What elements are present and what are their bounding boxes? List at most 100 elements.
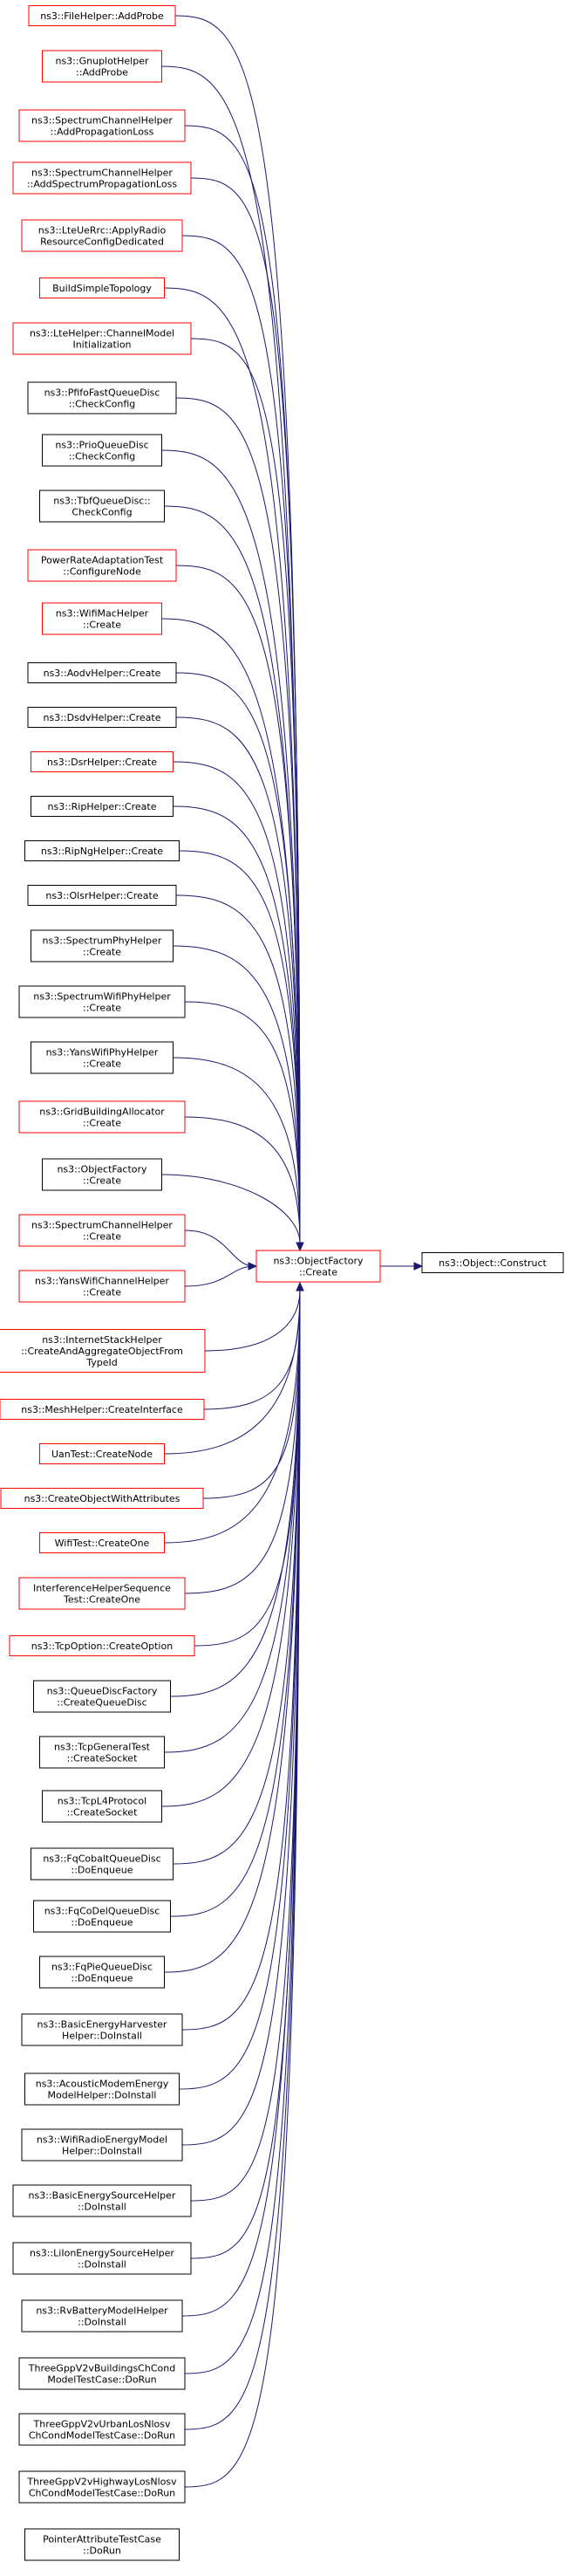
- caller-node-14-box: [31, 751, 174, 772]
- caller-node-44[interactable]: ThreeGppV2vBuildingsChCondModelTestCase:…: [18, 2357, 186, 2390]
- edge-caller-19: [184, 1001, 301, 1244]
- caller-node-36[interactable]: ns3::FqCoDelQueueDisc::DoEnqueue: [33, 1900, 171, 1933]
- caller-node-7-label-line: ns3::PfifoFastQueueDisc: [44, 387, 160, 399]
- caller-node-9[interactable]: ns3::TbfQueueDisc::CheckConfig: [39, 490, 165, 523]
- caller-node-11-box: [42, 602, 162, 635]
- caller-node-8-label-line: ns3::PrioQueueDisc: [55, 440, 148, 451]
- caller-node-14-label-line: ns3::DsrHelper::Create: [47, 757, 157, 768]
- edge-caller-28: [202, 1289, 301, 1499]
- center-node-objectfactory-create-label-line: ns3::ObjectFactory: [273, 1256, 364, 1267]
- caller-node-44-box: [18, 2357, 186, 2390]
- caller-node-29[interactable]: WifiTest::CreateOne: [39, 1532, 165, 1553]
- caller-node-15[interactable]: ns3::RipHelper::Create: [31, 796, 174, 817]
- caller-node-18-label-line: ns3::SpectrumPhyHelper: [43, 935, 162, 947]
- caller-node-23-label-line: ns3::SpectrumChannelHelper: [31, 1220, 173, 1231]
- edge-arrow-center-bottom: [296, 1281, 304, 1291]
- caller-node-8[interactable]: ns3::PrioQueueDisc::CheckConfig: [42, 434, 162, 467]
- edge-caller-8: [161, 449, 301, 1244]
- caller-node-14[interactable]: ns3::DsrHelper::Create: [31, 751, 174, 772]
- edge-caller-18: [173, 945, 301, 1244]
- caller-node-26-box: [0, 1399, 205, 1420]
- edge-caller-2: [184, 125, 301, 1244]
- caller-node-42[interactable]: ns3::LiIonEnergySourceHelper::DoInstall: [12, 2242, 192, 2275]
- caller-node-5[interactable]: BuildSimpleTopology: [39, 277, 165, 298]
- caller-node-24-label-line: ns3::YansWifiChannelHelper: [35, 1276, 169, 1287]
- caller-node-39[interactable]: ns3::AcousticModemEnergyModelHelper::DoI…: [24, 2072, 180, 2106]
- caller-node-1-label-line: ns3::GnuplotHelper: [55, 56, 149, 67]
- caller-node-4[interactable]: ns3::LteUeRrc::ApplyRadioResourceConfigD…: [21, 219, 183, 252]
- caller-node-1[interactable]: ns3::GnuplotHelper::AddProbe: [42, 50, 162, 83]
- edge-caller-14: [173, 761, 301, 1244]
- caller-node-23[interactable]: ns3::SpectrumChannelHelper::Create: [18, 1214, 186, 1247]
- caller-node-10[interactable]: PowerRateAdaptationTest::ConfigureNode: [27, 549, 177, 582]
- caller-node-13[interactable]: ns3::DsdvHelper::Create: [27, 707, 177, 728]
- caller-node-17[interactable]: ns3::OlsrHelper::Create: [27, 885, 177, 906]
- caller-node-37-label-line: ns3::FqPieQueueDisc: [51, 1962, 153, 1973]
- caller-node-36-label-line: ::DoEnqueue: [72, 1917, 133, 1929]
- caller-node-27[interactable]: UanTest::CreateNode: [39, 1443, 165, 1464]
- caller-node-0[interactable]: ns3::FileHelper::AddProbe: [28, 5, 176, 26]
- caller-node-35[interactable]: ns3::FqCobaltQueueDisc::DoEnqueue: [31, 1847, 174, 1881]
- caller-node-8-box: [42, 434, 162, 467]
- caller-node-45-label-line: ThreeGppV2vUrbanLosNlosv: [33, 2419, 171, 2430]
- caller-node-43[interactable]: ns3::RvBatteryModelHelper::DoInstall: [21, 2299, 183, 2333]
- caller-node-22-box: [42, 1158, 162, 1191]
- center-node-objectfactory-create[interactable]: ns3::ObjectFactory::Create: [255, 1250, 381, 1283]
- caller-node-9-box: [39, 490, 165, 523]
- caller-node-18[interactable]: ns3::SpectrumPhyHelper::Create: [31, 929, 174, 963]
- caller-node-26[interactable]: ns3::MeshHelper::CreateInterface: [0, 1399, 205, 1420]
- caller-node-34[interactable]: ns3::TcpL4Protocol::CreateSocket: [42, 1790, 162, 1823]
- caller-node-30[interactable]: InterferenceHelperSequenceTest::CreateOn…: [18, 1577, 186, 1610]
- caller-node-30-label-line: Test::CreateOne: [63, 1594, 140, 1606]
- caller-node-25-label-line: TypeId: [85, 1357, 118, 1368]
- caller-node-10-label-line: ::ConfigureNode: [63, 566, 141, 578]
- caller-node-40[interactable]: ns3::WifiRadioEnergyModelHelper::DoInsta…: [21, 2128, 183, 2162]
- caller-node-3-label-line: ::AddSpectrumPropagationLoss: [27, 179, 177, 190]
- caller-node-28[interactable]: ns3::CreateObjectWithAttributes: [0, 1488, 204, 1509]
- caller-node-12[interactable]: ns3::AodvHelper::Create: [27, 662, 177, 683]
- caller-node-3[interactable]: ns3::SpectrumChannelHelper::AddSpectrumP…: [12, 161, 192, 195]
- caller-node-22[interactable]: ns3::ObjectFactory::Create: [42, 1158, 162, 1191]
- edge-caller-46: [184, 1289, 301, 2488]
- caller-node-45[interactable]: ThreeGppV2vUrbanLosNlosvChCondModelTestC…: [18, 2413, 186, 2446]
- caller-node-33[interactable]: ns3::TcpGeneralTest::CreateSocket: [39, 1736, 165, 1769]
- caller-node-7[interactable]: ns3::PfifoFastQueueDisc::CheckConfig: [27, 381, 177, 414]
- caller-node-11-label-line: ns3::WifiMacHelper: [56, 608, 149, 620]
- caller-node-31[interactable]: ns3::TcpOption::CreateOption: [9, 1635, 195, 1656]
- caller-node-16[interactable]: ns3::RipNgHelper::Create: [24, 840, 180, 861]
- caller-node-8-label-line: ::CheckConfig: [69, 451, 136, 462]
- caller-node-22-label-line: ::Create: [83, 1175, 121, 1187]
- caller-node-20-box: [31, 1041, 174, 1074]
- caller-node-tail-label-line: ::DoRun: [83, 2545, 121, 2557]
- caller-node-40-label-line: Helper::DoInstall: [62, 2146, 142, 2157]
- caller-node-21[interactable]: ns3::GridBuildingAllocator::Create: [18, 1100, 186, 1134]
- caller-node-9-label-line: CheckConfig: [72, 507, 132, 518]
- caller-node-tail[interactable]: PointerAttributeTestCase::DoRun: [24, 2528, 180, 2561]
- caller-node-6[interactable]: ns3::LteHelper::ChannelModelInitializati…: [12, 322, 192, 355]
- caller-node-4-label-line: ns3::LteUeRrc::ApplyRadio: [38, 225, 167, 236]
- caller-node-32[interactable]: ns3::QueueDiscFactory::CreateQueueDisc: [33, 1680, 171, 1713]
- target-node-object-construct[interactable]: ns3::Object::Construct: [421, 1252, 564, 1273]
- caller-node-41[interactable]: ns3::BasicEnergySourceHelper::DoInstall: [12, 2184, 192, 2217]
- edge-caller-39: [179, 1289, 301, 2090]
- caller-node-20[interactable]: ns3::YansWifiPhyHelper::Create: [31, 1041, 174, 1074]
- caller-node-37[interactable]: ns3::FqPieQueueDisc::DoEnqueue: [39, 1956, 165, 1989]
- caller-node-33-box: [39, 1736, 165, 1769]
- caller-node-46[interactable]: ThreeGppV2vHighwayLosNlosvChCondModelTes…: [18, 2470, 186, 2504]
- edge-arrow-target: [413, 1262, 424, 1271]
- edge-caller-36: [170, 1289, 301, 1917]
- caller-node-21-label-line: ns3::GridBuildingAllocator: [39, 1106, 165, 1118]
- caller-node-24[interactable]: ns3::YansWifiChannelHelper::Create: [18, 1270, 186, 1303]
- caller-node-11[interactable]: ns3::WifiMacHelper::Create: [42, 602, 162, 635]
- caller-node-2[interactable]: ns3::SpectrumChannelHelper::AddPropagati…: [18, 109, 186, 142]
- caller-node-25[interactable]: ns3::InternetStackHelper::CreateAndAggre…: [0, 1329, 206, 1373]
- edge-caller-37: [164, 1289, 301, 1973]
- caller-node-38[interactable]: ns3::BasicEnergyHarvesterHelper::DoInsta…: [21, 2013, 183, 2046]
- edge-arrow-center-top: [296, 1242, 304, 1252]
- caller-node-19-label-line: ns3::SpectrumWifiPhyHelper: [33, 991, 171, 1003]
- graph-nodes: ns3::ObjectFactory::Createns3::Object::C…: [0, 5, 564, 2561]
- caller-node-24-box: [18, 1270, 186, 1303]
- caller-node-44-label-line: ModelTestCase::DoRun: [47, 2374, 156, 2386]
- caller-node-19[interactable]: ns3::SpectrumWifiPhyHelper::Create: [18, 985, 186, 1018]
- edge-caller-21: [184, 1116, 301, 1244]
